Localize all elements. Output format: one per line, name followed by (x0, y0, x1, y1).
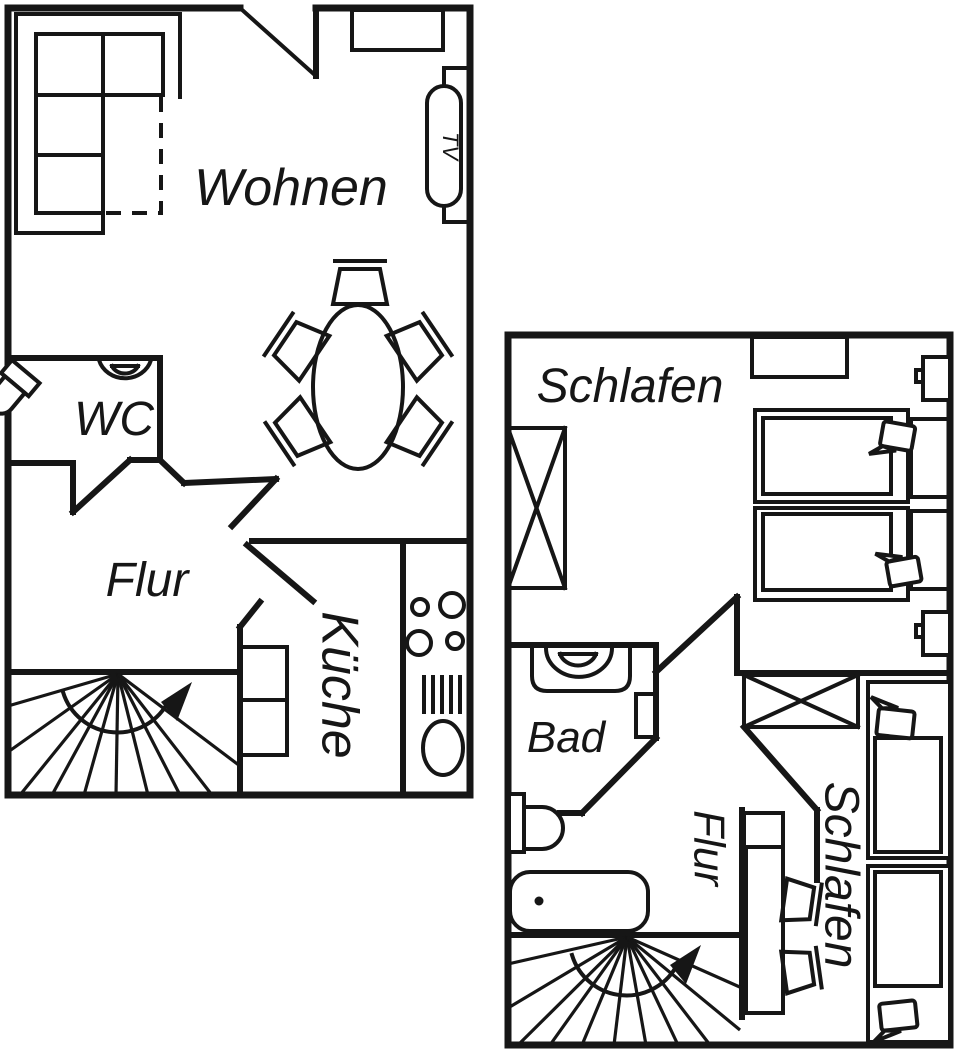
stair-direction-arc (60, 689, 172, 735)
dining-set (261, 259, 455, 471)
floor1-plan: TV (0, 4, 474, 799)
staircase-floor1 (5, 669, 243, 797)
hall-walls (155, 455, 281, 531)
dining-chair (262, 394, 334, 468)
stair-arrow-icon (670, 945, 701, 984)
desk-chair (778, 945, 824, 996)
drainer-icon (422, 675, 462, 714)
bath-sink (530, 643, 632, 693)
sofa-cushion-top (34, 32, 165, 97)
floor2-plan: Schlafen Bad Flur Schlafen (504, 331, 954, 1049)
bed (866, 864, 952, 1044)
dining-chair (383, 310, 455, 384)
pillow (874, 551, 924, 589)
dresser (750, 335, 849, 379)
wardrobe (505, 425, 568, 591)
bathtub-drain-icon (534, 896, 544, 906)
dining-chair (330, 259, 390, 306)
tv (425, 84, 463, 208)
dining-chair (261, 310, 333, 384)
room-label-hall: Flur (106, 554, 191, 607)
nightstand (914, 610, 952, 657)
stair-treads (7, 672, 241, 797)
stair-treads (507, 935, 743, 1047)
room-label-kitchen: Küche (310, 611, 368, 758)
bathtub (508, 870, 650, 933)
bed-headboard (909, 509, 952, 591)
bed (753, 408, 952, 504)
dining-chair (383, 394, 455, 468)
wc-toilet (0, 357, 43, 416)
bed-headboard (909, 417, 952, 499)
bath-toilet (507, 792, 565, 854)
desk (742, 811, 785, 1015)
nightstand (914, 355, 952, 402)
desk-chair (778, 876, 824, 927)
stair-arrow-icon (161, 682, 192, 721)
kitchen-cabinets (238, 645, 289, 757)
pillow (872, 998, 920, 1044)
room-label-bedroom-right: Schlafen (814, 782, 867, 969)
bath-column (634, 692, 658, 739)
room-label-living: Wohnen (194, 159, 388, 217)
stair-direction-arc (569, 952, 681, 998)
staircase-floor2 (507, 935, 743, 1047)
pillow (869, 695, 917, 741)
room-label-bedroom-top: Schlafen (537, 360, 724, 413)
wc-walls (5, 355, 163, 517)
room-label-hall2: Flur (684, 810, 733, 888)
bed (753, 506, 952, 602)
kitchen-sink-icon (421, 719, 465, 777)
pillow (868, 419, 918, 456)
sofa-pullout-dashed (103, 97, 163, 215)
room-label-wc: WC (74, 393, 154, 446)
entrance-door (237, 5, 319, 79)
door-leaf (237, 5, 319, 79)
wardrobe (741, 672, 861, 730)
bed (866, 680, 952, 860)
kitchen-counter (400, 540, 466, 796)
tv-label: TV (438, 132, 463, 162)
stove-burners-icon (405, 591, 466, 657)
sofa (14, 12, 182, 235)
tv-unit: TV (425, 66, 472, 224)
room-label-bath: Bad (527, 713, 607, 762)
wc-sink (96, 357, 154, 381)
sideboard (350, 8, 445, 52)
